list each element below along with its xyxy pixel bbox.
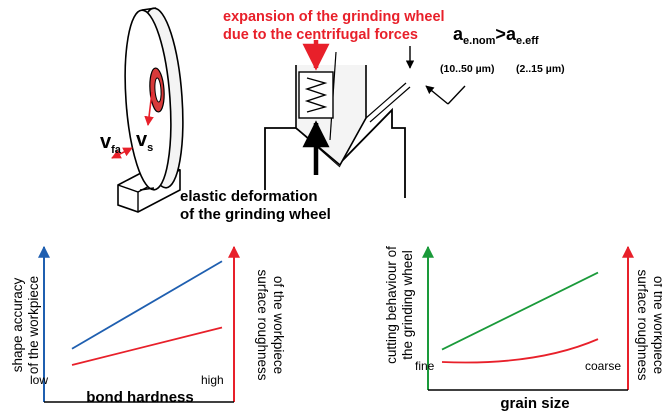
right-chart-ylabel-right-line2: of the workpiece [651, 276, 662, 374]
surface-roughness-of-the-workpiece-line [441, 338, 599, 364]
vfa-label: vfa [100, 131, 122, 156]
grain-size-chart [422, 245, 634, 391]
right-chart-tick-fine: fine [415, 359, 435, 373]
left-chart-ylabel-right-line1: surface roughness [255, 269, 270, 380]
left-chart-xlabel: bond hardness [86, 389, 194, 406]
vs-arrow [144, 91, 154, 126]
vfa-arrow [111, 147, 133, 159]
range-eff-label: (2..15 µm) [516, 63, 565, 75]
workpiece-profile [264, 107, 406, 198]
spring-box [298, 71, 334, 119]
left-chart-ylabel-line2: of the workpiece [26, 276, 41, 374]
cutting-behaviour-of-the-grinding-wheel-line [441, 271, 599, 351]
expansion-label-line2: due to the centrifugal forces [223, 27, 418, 43]
wheel-face [124, 9, 172, 191]
grinding-wheel-illustration [111, 7, 184, 213]
vs-label: vs [136, 129, 153, 154]
spring [304, 77, 328, 113]
right-chart-ylabel-right-line1: surface roughness [635, 269, 650, 380]
expansion-label-line1: expansion of the grinding wheel [223, 9, 445, 25]
left-chart-tick-high: high [201, 373, 224, 387]
right-chart-tick-coarse: coarse [585, 359, 621, 373]
left-chart-ylabel-right-line2: of the workpiece [271, 276, 286, 374]
shape-accuracy-of-the-workpiece-line [71, 260, 223, 350]
right-chart-ylabel-line1: cutting behaviour of [384, 246, 399, 364]
right-chart-xlabel: grain size [500, 395, 569, 412]
surface-roughness-of-the-workpiece-line [71, 326, 223, 366]
left-chart-ylabel-line1: shape accuracy [10, 277, 25, 372]
contact-zone-illustration [264, 40, 466, 198]
left-chart-tick-low: low [30, 373, 48, 387]
ae-relation-label: ae.nom>ae.eff [453, 24, 539, 47]
range-nom-label: (10..50 µm) [440, 63, 495, 75]
elastic-label-line1: elastic deformation [180, 188, 318, 205]
elastic-label-line2: of the grinding wheel [180, 206, 331, 223]
right-chart-ylabel-line2: the grinding wheel [400, 250, 415, 360]
bond-hardness-chart [38, 245, 240, 403]
ae-eff-arrow [425, 85, 449, 105]
